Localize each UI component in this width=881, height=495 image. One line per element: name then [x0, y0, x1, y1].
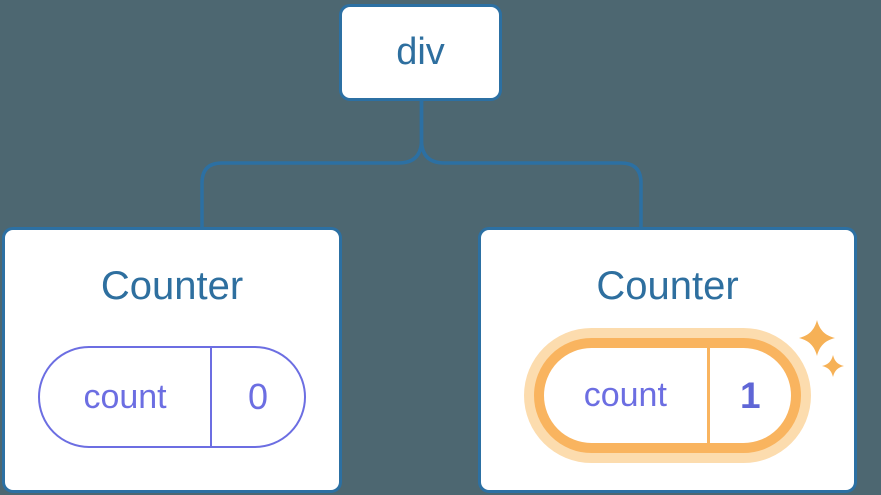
state-key-label: count — [544, 348, 710, 443]
sparkles-icon — [799, 320, 844, 377]
state-value: 1 — [740, 374, 761, 416]
counter-card-left: Counter count 0 — [2, 227, 342, 493]
state-key-label: count — [40, 348, 213, 446]
state-pill-highlighted: count 1 — [534, 338, 801, 453]
sparkle-small-star — [822, 355, 844, 377]
state-pill: count 0 — [38, 346, 306, 448]
state-value: 0 — [248, 376, 269, 417]
counter-title: Counter — [100, 264, 244, 308]
root-node-div: div — [339, 4, 502, 101]
sparkle-big-star — [799, 320, 835, 356]
counter-title: Counter — [596, 264, 739, 308]
counter-card-right: Counter count 1 — [478, 227, 857, 493]
connector-right-branch — [419, 101, 643, 228]
state-pill-highlight-halo: count 1 — [524, 328, 811, 463]
root-node-label: div — [396, 31, 445, 73]
connector-left-branch — [200, 101, 424, 228]
